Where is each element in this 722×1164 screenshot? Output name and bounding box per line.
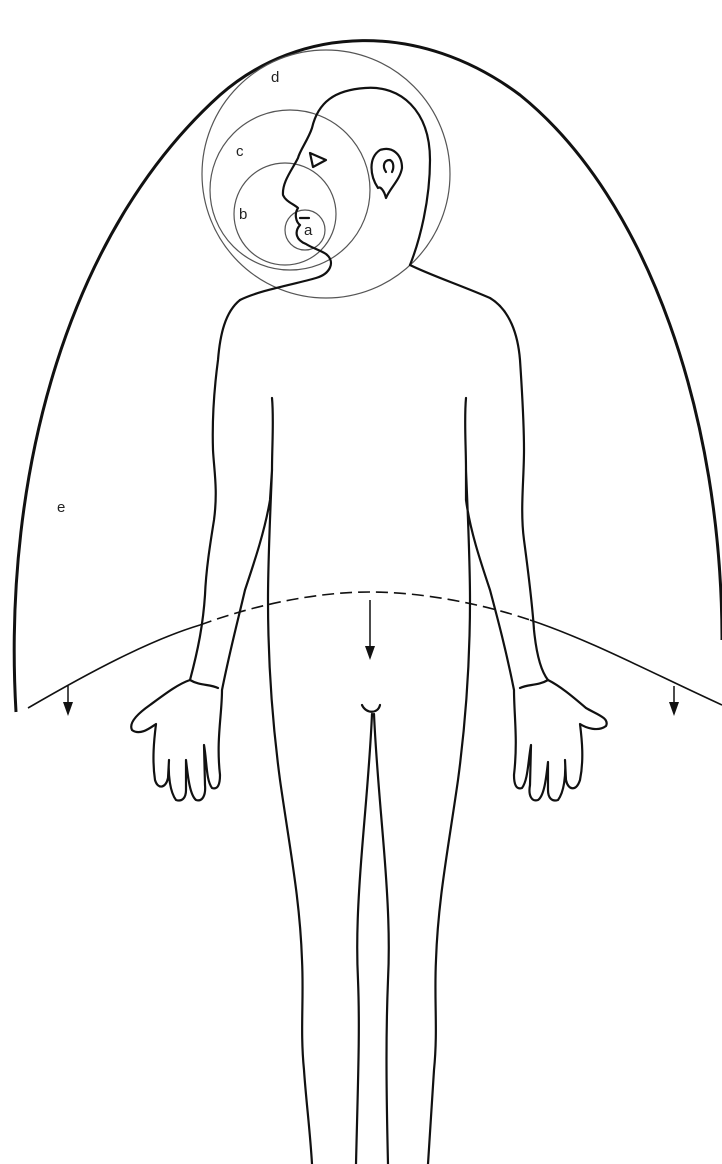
label-e: e [57,499,65,516]
circle-b [234,163,336,265]
label-d: d [271,69,279,86]
front-dashed [200,592,530,625]
label-c: c [236,143,244,160]
arrow-right [669,686,679,716]
head-outline [240,88,430,300]
outer-envelope [14,41,722,712]
body-outline-right [410,265,607,1164]
body-outline [131,300,312,1164]
inner-legs [356,705,389,1164]
arrow-left [63,686,73,716]
front-left [28,625,200,708]
label-b: b [239,206,247,223]
front-right [530,620,722,705]
eye-icon [310,153,326,167]
label-a: a [304,222,313,239]
ear-inner [384,160,393,172]
ear-icon [372,149,403,198]
arrow-center [365,600,375,660]
inner-arms [190,398,548,688]
circle-c [210,110,370,270]
